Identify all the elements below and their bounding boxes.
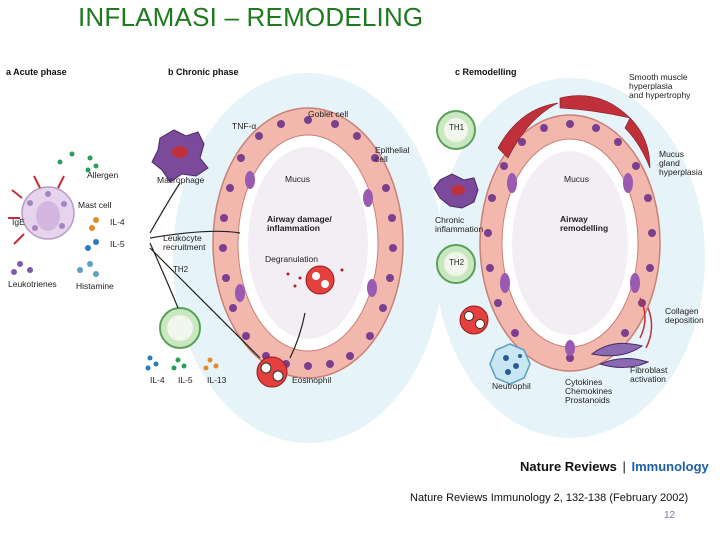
allergen-particles	[57, 151, 99, 173]
eosinophil-label: Eosinophil	[292, 375, 332, 385]
mucus-b-label: Mucus	[285, 174, 311, 184]
airway-c-nuclei	[484, 120, 656, 362]
panel-c-label: c Remodelling	[455, 67, 517, 77]
goblet-cells-c	[500, 173, 640, 356]
ige-receptors	[8, 175, 65, 245]
page-number: 12	[664, 510, 676, 521]
smooth-muscle-bundles	[497, 95, 651, 169]
th2-il4-label: IL-4	[150, 375, 165, 385]
eosinophil-cell-c	[459, 305, 489, 335]
recruitment-arrows	[149, 182, 306, 359]
th2-c-label: TH2	[449, 258, 465, 267]
fibroblast-cells	[590, 342, 650, 368]
il4-label: IL-4	[110, 217, 125, 227]
collagen-fibres	[639, 297, 653, 349]
histamine-label: Histamine	[76, 281, 114, 291]
fibroblast-activation-label: Fibroblast activation	[630, 365, 668, 384]
journal-logo: Nature Reviews | Immunology	[520, 459, 709, 474]
th2-cytokine-particles	[145, 355, 219, 371]
th2-il5-label: IL-5	[178, 375, 193, 385]
goblet-cell-label: Goblet cell	[308, 109, 349, 119]
airway-c	[479, 95, 661, 372]
cytokines-label: Cytokines Chemokines Prostanoids	[565, 377, 613, 405]
leukocyte-recruitment-label: Leukocyte recruitment	[163, 233, 206, 252]
macrophage-cell-c	[433, 173, 479, 209]
neutrophil-label: Neutrophil	[492, 381, 531, 391]
journal-name: Nature Reviews	[520, 459, 617, 474]
chronic-inflammation-label: Chronic inflammation	[435, 215, 484, 234]
airway-b	[212, 107, 404, 379]
smooth-muscle-label: Smooth muscle hyperplasia and hypertroph…	[629, 72, 691, 100]
mast-cell	[8, 151, 99, 277]
slide-title: INFLAMASI – REMODELING	[78, 2, 424, 32]
macrophage-label: Macrophage	[157, 175, 205, 185]
figure-svg	[8, 73, 705, 443]
mucus-c-label: Mucus	[564, 174, 590, 184]
mast-cell-label: Mast cell	[78, 200, 112, 210]
journal-subject: Immunology	[631, 459, 709, 474]
macrophage-cell	[151, 129, 209, 183]
th2-il13-label: IL-13	[207, 375, 227, 385]
th2-cell-b	[159, 307, 201, 349]
mucus-gland-label: Mucus gland hyperplasia	[659, 149, 703, 177]
il5-label: IL-5	[110, 239, 125, 249]
allergen-label: Allergen	[87, 170, 119, 180]
airway-inflammation-figure: a Acute phase b Chronic phase c Remodell…	[0, 58, 720, 478]
eosinophil-cell	[256, 356, 288, 388]
neutrophil-cell	[489, 343, 531, 385]
il5-particles	[85, 239, 99, 251]
eosinophil-in-lumen	[305, 265, 335, 295]
collagen-deposition-label: Collagen deposition	[665, 306, 704, 325]
panel-b-label: b Chronic phase	[168, 67, 239, 77]
histamine-particles	[77, 261, 99, 277]
ige-label: IgE	[12, 217, 25, 227]
tnf-label: TNF-α	[232, 121, 257, 131]
th1-cell	[436, 110, 476, 150]
airway-remodelling-label: Airway remodelling	[560, 214, 609, 233]
th2-b-label: TH2	[173, 265, 189, 274]
il4-particles	[89, 217, 99, 231]
degranulation-label: Degranulation	[265, 254, 318, 264]
panel-a-label: a Acute phase	[6, 67, 67, 77]
th1-label: TH1	[449, 123, 465, 132]
goblet-cells-b	[235, 171, 377, 302]
th2-cell-c	[436, 244, 476, 284]
citation: Nature Reviews Immunology 2, 132-138 (Fe…	[410, 492, 689, 504]
leukotrienes-label: Leukotrienes	[8, 279, 57, 289]
journal-separator: |	[622, 459, 626, 474]
epithelial-cell-label: Epithelial cell	[375, 145, 410, 164]
airway-damage-label: Airway damage/ inflammation	[267, 214, 332, 233]
leukotriene-particles	[11, 261, 33, 275]
